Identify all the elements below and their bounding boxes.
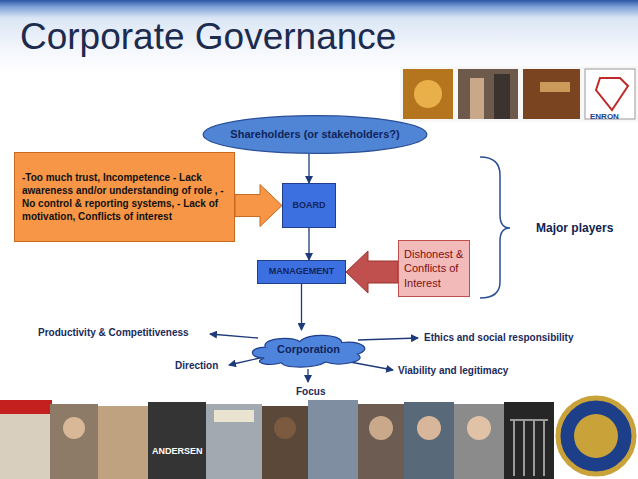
node-text: Dishonest & Conflicts of Interest bbox=[404, 247, 464, 290]
node-text: BOARD bbox=[293, 200, 326, 212]
photo-strip-top bbox=[400, 66, 638, 122]
block-arrow bbox=[346, 251, 398, 293]
photo-caption: ANDERSEN bbox=[152, 446, 203, 456]
leader-arrows bbox=[210, 334, 418, 382]
corporation-cloud: Corporation bbox=[247, 330, 370, 369]
block-arrow bbox=[235, 185, 282, 227]
issue-box: Dishonest & Conflicts of Interest bbox=[398, 240, 470, 297]
node-text: Shareholders (or stakeholders?) bbox=[230, 127, 399, 141]
outcome-label: Focus bbox=[296, 386, 325, 397]
outcome-label: Productivity & Competitiveness bbox=[38, 327, 189, 338]
flow-arrow bbox=[301, 284, 302, 330]
node-text: -Too much trust, Incompetence - Lack awa… bbox=[22, 171, 227, 223]
outcome-label: Viability and legitimacy bbox=[398, 365, 508, 376]
outcome-label: Ethics and social responsibility bbox=[424, 332, 574, 343]
photo-strip-bottom bbox=[0, 398, 634, 479]
management-box: MANAGEMENT bbox=[257, 260, 346, 284]
flow-arrow bbox=[308, 154, 309, 183]
logo-text: ENRON bbox=[590, 112, 619, 121]
issue-box: -Too much trust, Incompetence - Lack awa… bbox=[14, 152, 235, 242]
slide-title: Corporate Governance bbox=[20, 16, 396, 58]
group-label: Major players bbox=[536, 221, 613, 235]
node-text: MANAGEMENT bbox=[269, 266, 335, 278]
board-box: BOARD bbox=[282, 183, 336, 228]
flow-arrow bbox=[308, 228, 309, 260]
node-text: Corporation bbox=[277, 342, 340, 356]
brace-bracket bbox=[480, 157, 510, 298]
stakeholder-ellipse: Shareholders (or stakeholders?) bbox=[202, 115, 428, 154]
outcome-label: Direction bbox=[175, 360, 218, 371]
